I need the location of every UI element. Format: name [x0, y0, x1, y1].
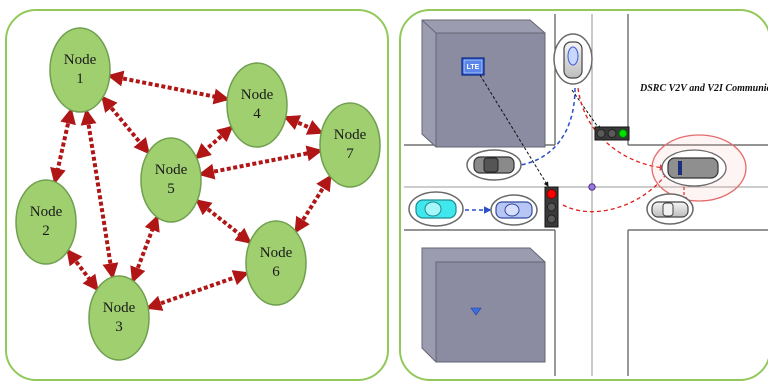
node-3-label-line2: 3 [115, 319, 123, 335]
link-node-5-node-6 [195, 199, 252, 244]
traffic-signal-left [544, 186, 559, 228]
links-layer [50, 70, 332, 311]
node-1-circle [49, 27, 111, 113]
node-7-label-line2: 7 [346, 146, 354, 162]
node-4-circle [226, 62, 288, 148]
node-6-label-line2: 6 [272, 264, 280, 280]
node-4-label-line1: Node [241, 87, 274, 103]
lte-label: LTE [467, 64, 480, 71]
v2i-red-link [562, 170, 669, 213]
link-node-5-node-7 [198, 145, 323, 180]
link-node-1-node-5 [101, 95, 150, 155]
link-node-1-node-3 [80, 108, 119, 280]
node-6: Node 6 [245, 220, 307, 306]
vehicle-right-highlighted [651, 134, 747, 202]
v2v-communication-title: DSRC V2V and V2I Communication [639, 83, 768, 94]
link-node-1-node-2 [50, 107, 76, 185]
link-node-1-node-4 [107, 70, 230, 105]
node-3-circle [88, 275, 150, 361]
top-car-to-signal-link [571, 89, 601, 131]
vehicle-blue [490, 194, 538, 226]
node-2-circle [15, 179, 77, 265]
node-6-label-line1: Node [260, 245, 293, 261]
node-7-label-line1: Node [334, 127, 367, 143]
node-2-label-line1: Node [30, 204, 63, 220]
building-bottom [421, 247, 546, 363]
v2v-blue-link [508, 87, 576, 170]
link-node-3-node-6 [145, 270, 250, 311]
building-top [421, 19, 546, 148]
link-node-3-node-5 [130, 214, 160, 284]
node-1-label-line2: 1 [76, 71, 84, 87]
node-4-label-line2: 4 [253, 106, 261, 122]
node-6-circle [245, 220, 307, 306]
lte-base-station: LTE [461, 57, 485, 76]
vehicle-cyan [408, 191, 464, 227]
node-4: Node 4 [226, 62, 288, 148]
node-2: Node 2 [15, 179, 77, 265]
intersection-center-marker [588, 183, 596, 191]
node-3-label-line1: Node [103, 300, 136, 316]
intersection-panel: LTE [399, 9, 768, 381]
triangle-marker-icon [470, 307, 482, 316]
node-1-label-line1: Node [64, 52, 97, 68]
vehicle-bottom-right [646, 193, 694, 225]
node-5-label-line1: Node [155, 162, 188, 178]
node-2-label-line2: 2 [42, 223, 50, 239]
node-5-circle [140, 137, 202, 223]
lte-to-rsu-link [479, 74, 549, 187]
link-node-2-node-3 [66, 248, 99, 292]
node-5: Node 5 [140, 137, 202, 223]
link-node-6-node-7 [294, 174, 332, 234]
node-5-label-line2: 5 [167, 181, 175, 197]
link-node-4-node-5 [194, 125, 234, 160]
vehicle-left-dark [466, 149, 522, 181]
node-3: Node 3 [88, 275, 150, 361]
node-7: Node 7 [319, 102, 381, 188]
vehicle-top-vertical [553, 33, 593, 85]
node-1: Node 1 [49, 27, 111, 113]
traffic-signal-top-right [594, 126, 630, 141]
node-7-circle [319, 102, 381, 188]
